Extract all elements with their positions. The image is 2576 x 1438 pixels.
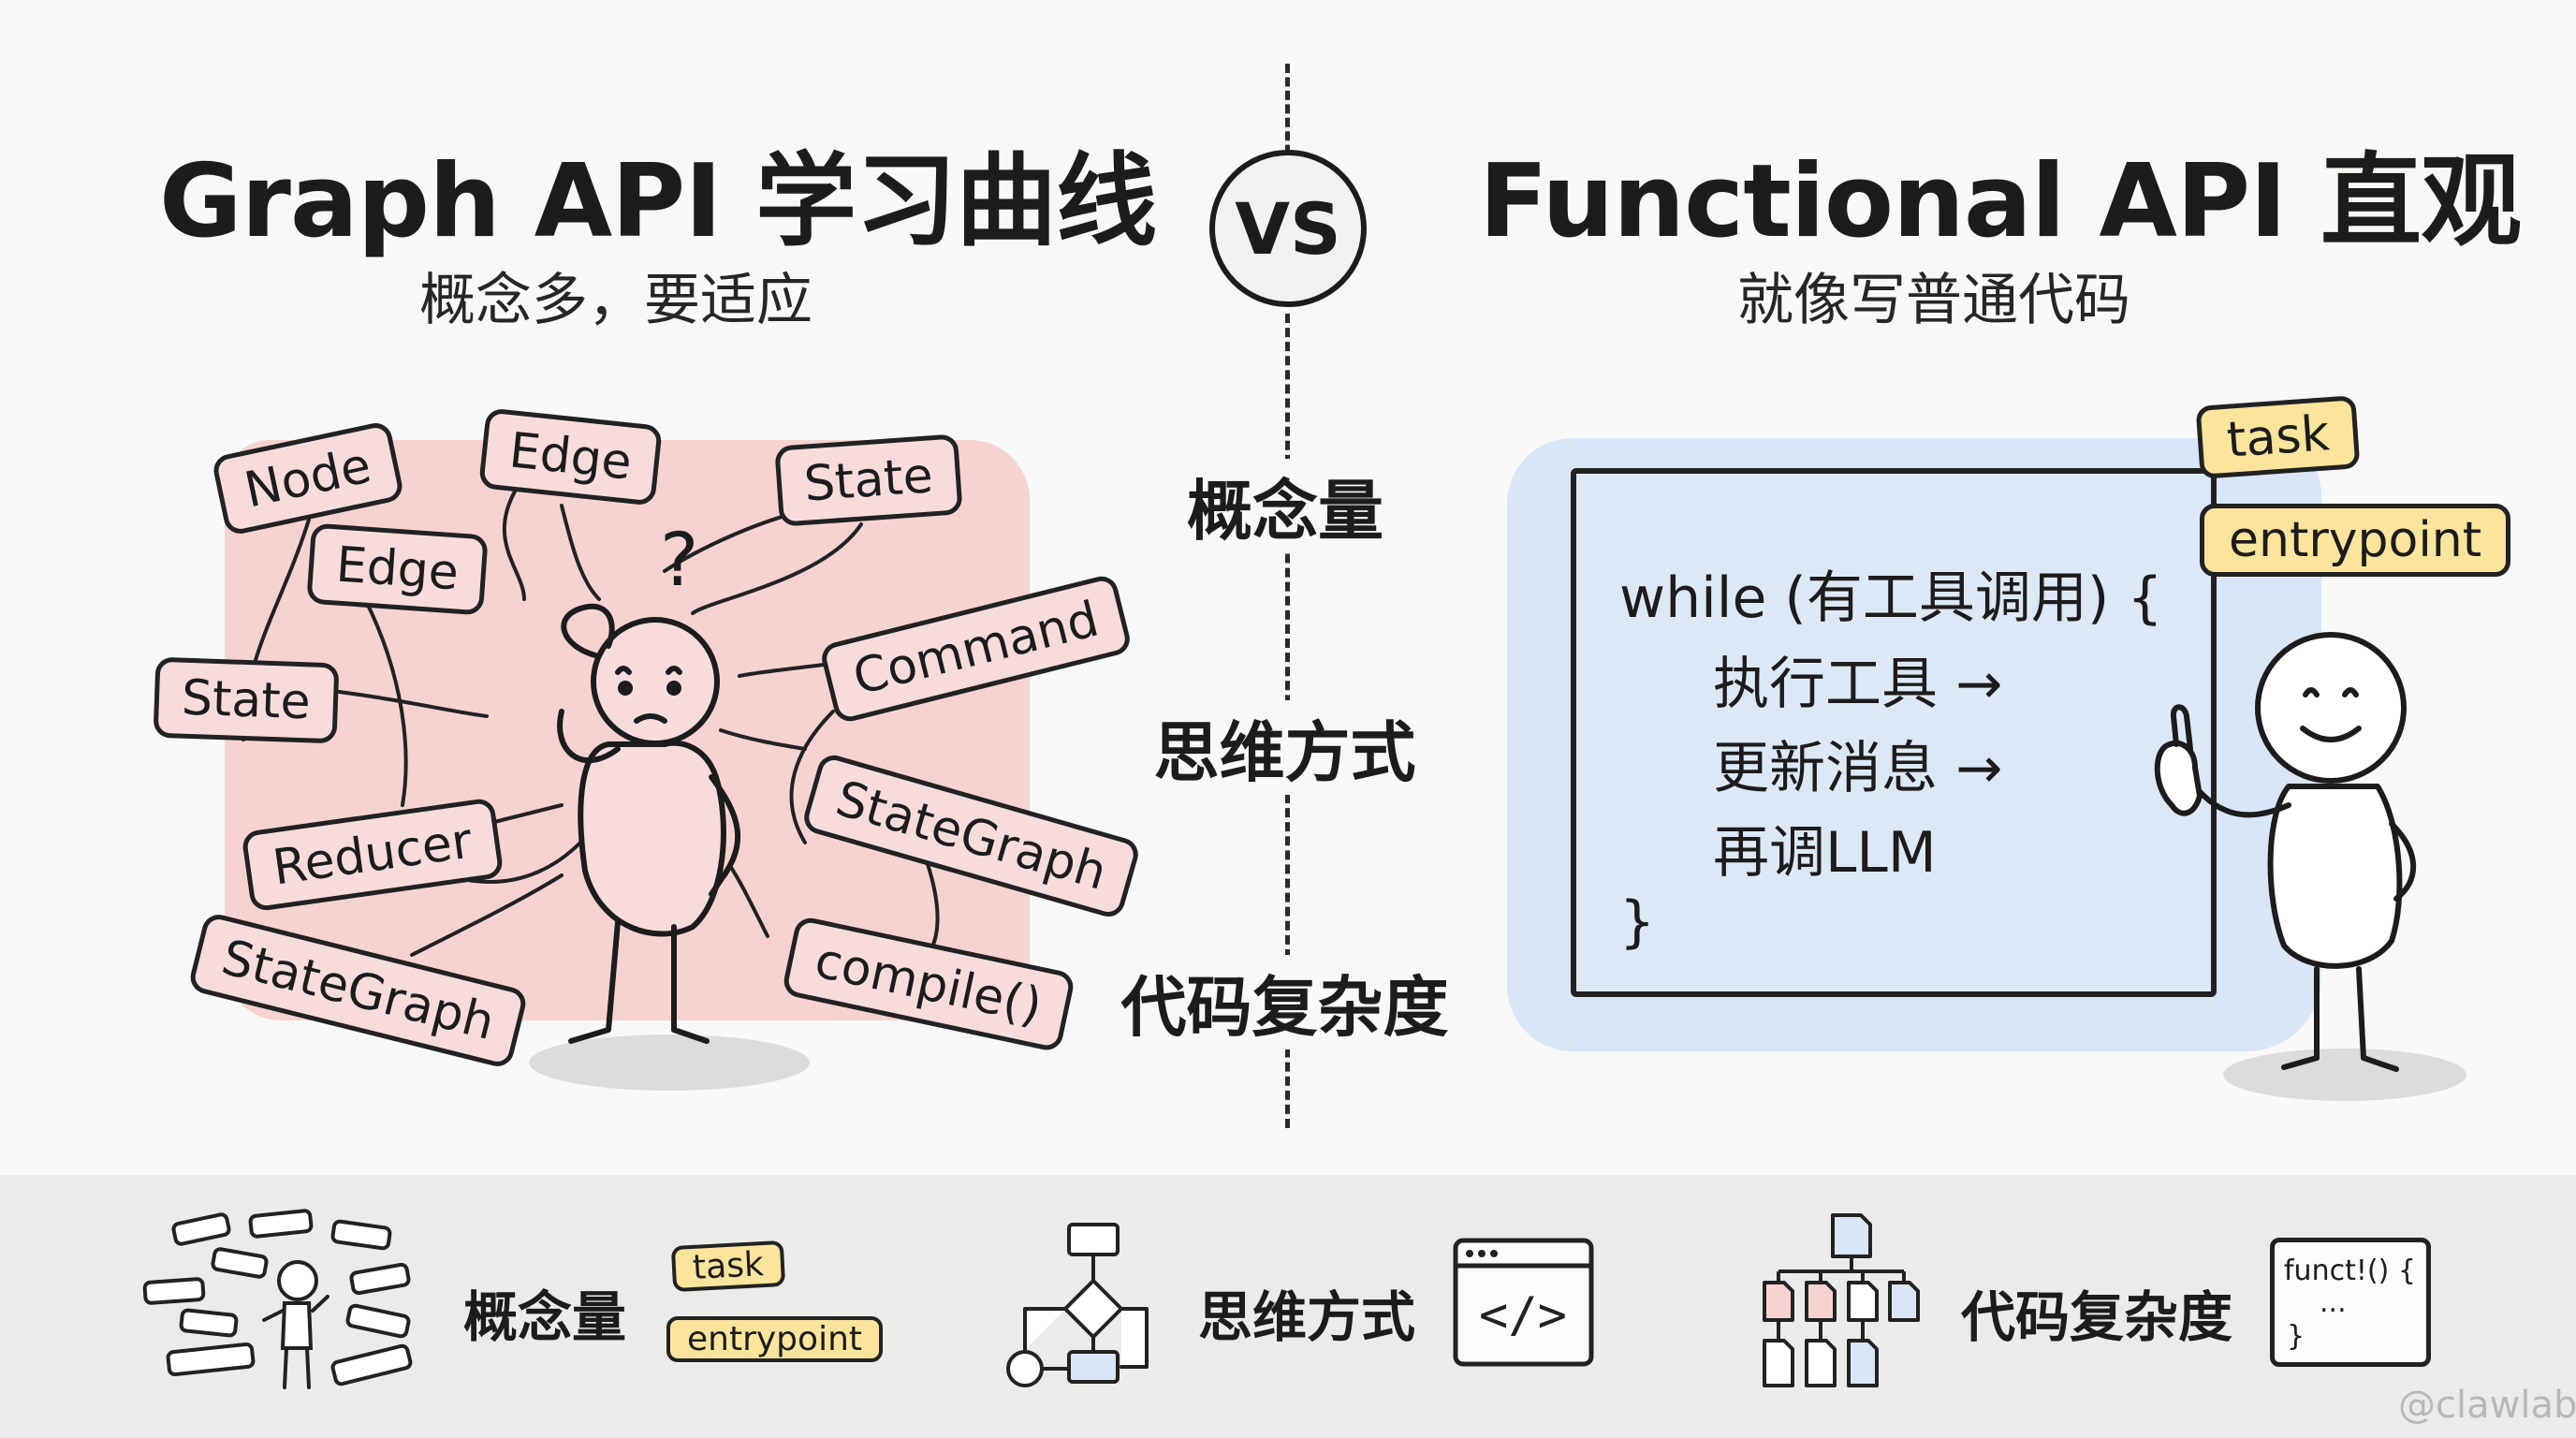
bottom-summary-bar: [0, 1175, 2576, 1438]
vs-text: VS: [1235, 186, 1341, 271]
question-mark: ?: [660, 519, 698, 603]
right-subtitle: 就像写普通代码: [1737, 268, 2130, 333]
right-title: Functional API 直观: [1479, 143, 2522, 260]
code-line-while: while (有工具调用) {: [1619, 565, 2163, 631]
mini-code-line-2: ...: [2320, 1286, 2347, 1319]
bottom-label-complexity: 代码复杂度: [1961, 1285, 2233, 1349]
center-label-concepts: 概念量: [1187, 459, 1383, 553]
code-line-recall: 再调LLM: [1713, 820, 1937, 886]
vs-badge: VS: [1209, 150, 1367, 307]
code-line-update: 更新消息 →: [1713, 736, 2003, 801]
tag-entrypoint: entrypoint: [2200, 504, 2511, 577]
bottom-label-mindset: 思维方式: [1198, 1285, 1416, 1349]
center-label-complexity: 代码复杂度: [1119, 955, 1451, 1049]
code-window: [1571, 468, 2217, 997]
mini-code-card: [2270, 1238, 2431, 1367]
left-subtitle: 概念多，要适应: [419, 268, 812, 333]
bottom-label-concepts: 概念量: [463, 1285, 627, 1349]
mini-code-line-3: }: [2287, 1320, 2305, 1353]
watermark: @clawlab: [2398, 1384, 2576, 1427]
left-title: Graph API 学习曲线: [159, 143, 1157, 260]
bottom-tag-entrypoint: entrypoint: [666, 1316, 883, 1362]
code-window-glyph: </>: [1479, 1287, 1567, 1343]
center-divider-top: [1285, 64, 1290, 195]
code-line-close: }: [1619, 889, 1656, 955]
code-line-execute: 执行工具 →: [1713, 652, 2003, 717]
center-label-mindset: 思维方式: [1151, 700, 1418, 795]
mini-code-line-1: funct!() {: [2284, 1255, 2416, 1287]
